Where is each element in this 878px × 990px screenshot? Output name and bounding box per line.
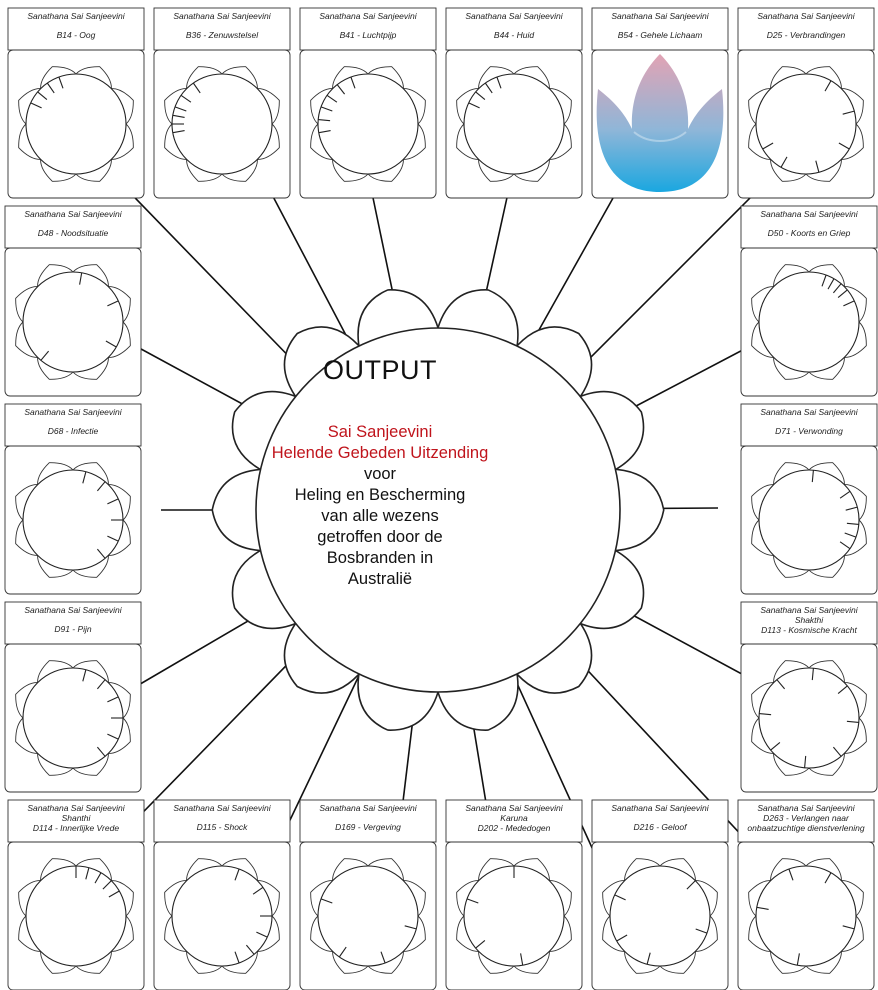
output-hub-text: OUTPUT Sai Sanjeevini Helende Gebeden Ui… — [250, 355, 510, 590]
card-remedy-label: D113 - Kosmische Kracht — [741, 625, 877, 635]
wheel-circle — [464, 74, 564, 174]
wheel-circle — [318, 866, 418, 966]
card-header: Sanathana Sai Sanjeevini — [8, 11, 144, 21]
wheel-circle — [759, 668, 859, 768]
purpose-line: Heling en Bescherming — [250, 485, 510, 506]
card-header: Sanathana Sai Sanjeevini — [741, 209, 877, 219]
card-header: Sanathana Sai Sanjeevini — [5, 209, 141, 219]
card-header: Sanathana Sai Sanjeevini — [8, 803, 144, 813]
card-header: Sanathana Sai Sanjeevini — [300, 803, 436, 813]
card-remedy-label: D50 - Koorts en Griep — [741, 228, 877, 238]
card-header: Sanathana Sai Sanjeevini — [592, 803, 728, 813]
card-header: Sanathana Sai Sanjeevini — [741, 407, 877, 417]
card-header: Sanathana Sai Sanjeevini — [592, 11, 728, 21]
purpose-line: getroffen door de — [250, 527, 510, 548]
card-header: Sanathana Sai Sanjeevini — [446, 11, 582, 21]
card-remedy-label: D25 - Verbrandingen — [738, 30, 874, 40]
wheel-circle — [23, 470, 123, 570]
card-remedy-label: B44 - Huid — [446, 30, 582, 40]
card-header: Sanathana Sai Sanjeevini — [154, 11, 290, 21]
broadcast-name-line1: Sai Sanjeevini — [250, 422, 510, 443]
card-remedy-label: D114 - Innerlijke Vrede — [8, 823, 144, 833]
card-header: Sanathana Sai Sanjeevini — [154, 803, 290, 813]
card-remedy-label: onbaatzuchtige dienstverlening — [738, 823, 874, 833]
card-header: Sanathana Sai Sanjeevini — [738, 11, 874, 21]
card-header: Sanathana Sai Sanjeevini — [738, 803, 874, 813]
card-remedy-label: D48 - Noodsituatie — [5, 228, 141, 238]
wheel-circle — [759, 272, 859, 372]
wheel-circle — [23, 668, 123, 768]
wheel-circle — [23, 272, 123, 372]
purpose-line: van alle wezens — [250, 506, 510, 527]
wheel-circle — [26, 74, 126, 174]
wheel-circle — [464, 866, 564, 966]
card-remedy-label: B41 - Luchtpijp — [300, 30, 436, 40]
card-remedy-label: D263 - Verlangen naar — [738, 813, 874, 823]
card-header: Sanathana Sai Sanjeevini — [741, 605, 877, 615]
output-title: OUTPUT — [250, 355, 510, 386]
purpose-line: Bosbranden in — [250, 548, 510, 569]
card-remedy-label: D71 - Verwonding — [741, 426, 877, 436]
broadcast-name-line2: Helende Gebeden Uitzending — [250, 443, 510, 464]
card-remedy-label: Shakthi — [741, 615, 877, 625]
card-header: Sanathana Sai Sanjeevini — [446, 803, 582, 813]
card-header: Sanathana Sai Sanjeevini — [5, 407, 141, 417]
wheel-circle — [172, 74, 272, 174]
card-remedy-label: Karuna — [446, 813, 582, 823]
wheel-circle — [318, 74, 418, 174]
wheel-circle — [756, 74, 856, 174]
card-remedy-label: D91 - Pijn — [5, 624, 141, 634]
card-remedy-label: D68 - Infectie — [5, 426, 141, 436]
card-remedy-label: Shanthi — [8, 813, 144, 823]
purpose-line: voor — [250, 464, 510, 485]
card-remedy-label: B54 - Gehele Lichaam — [592, 30, 728, 40]
card-header: Sanathana Sai Sanjeevini — [5, 605, 141, 615]
card-remedy-label: D202 - Mededogen — [446, 823, 582, 833]
card-header: Sanathana Sai Sanjeevini — [300, 11, 436, 21]
card-remedy-label: D169 - Vergeving — [300, 822, 436, 832]
purpose-line: Australië — [250, 569, 510, 590]
card-remedy-label: B14 - Oog — [8, 30, 144, 40]
card-remedy-label: D115 - Shock — [154, 822, 290, 832]
card-remedy-label: D216 - Geloof — [592, 822, 728, 832]
card-remedy-label: B36 - Zenuwstelsel — [154, 30, 290, 40]
wheel-circle — [759, 470, 859, 570]
wheel-circle — [756, 866, 856, 966]
wheel-circle — [172, 866, 272, 966]
